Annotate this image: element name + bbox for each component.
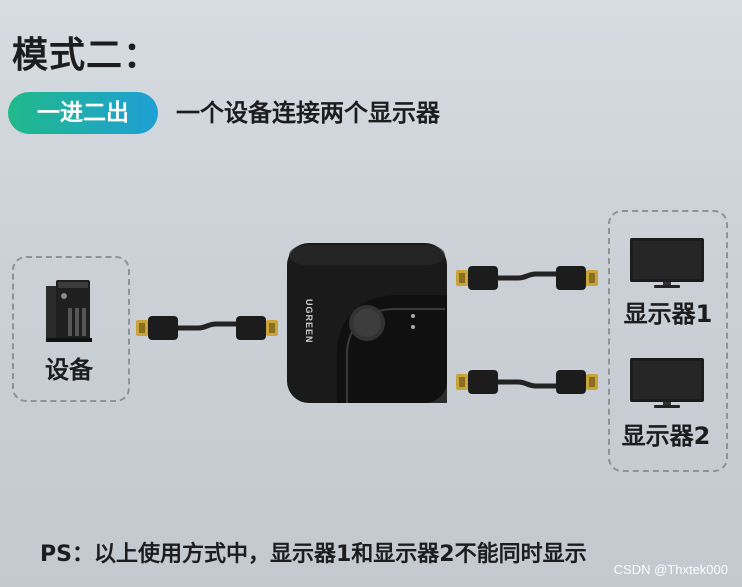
monitor-icon-2 [630,358,704,408]
page-title: 模式二： [12,35,161,76]
display-1-label: 显示器1 [623,300,713,328]
hdmi-switch-icon [287,243,447,403]
mode-badge: 一进二出 [8,92,158,134]
switch-brand-label: UGREEN [304,299,314,344]
displays-box [608,210,728,472]
hdmi-cable-output-2 [456,370,598,394]
watermark-credit: CSDN @Thxtek000 [613,562,728,577]
monitor-icon-1 [630,238,704,288]
mode-description: 一个设备连接两个显示器 [176,99,440,127]
hdmi-cable-input [136,316,278,340]
display-2-label: 显示器2 [621,422,711,450]
device-box [12,256,130,402]
usage-note: PS：以上使用方式中，显示器1和显示器2不能同时显示 [40,542,587,567]
device-label: 设备 [45,356,93,384]
pc-tower-icon [46,280,92,342]
hdmi-cable-output-1 [456,266,598,290]
